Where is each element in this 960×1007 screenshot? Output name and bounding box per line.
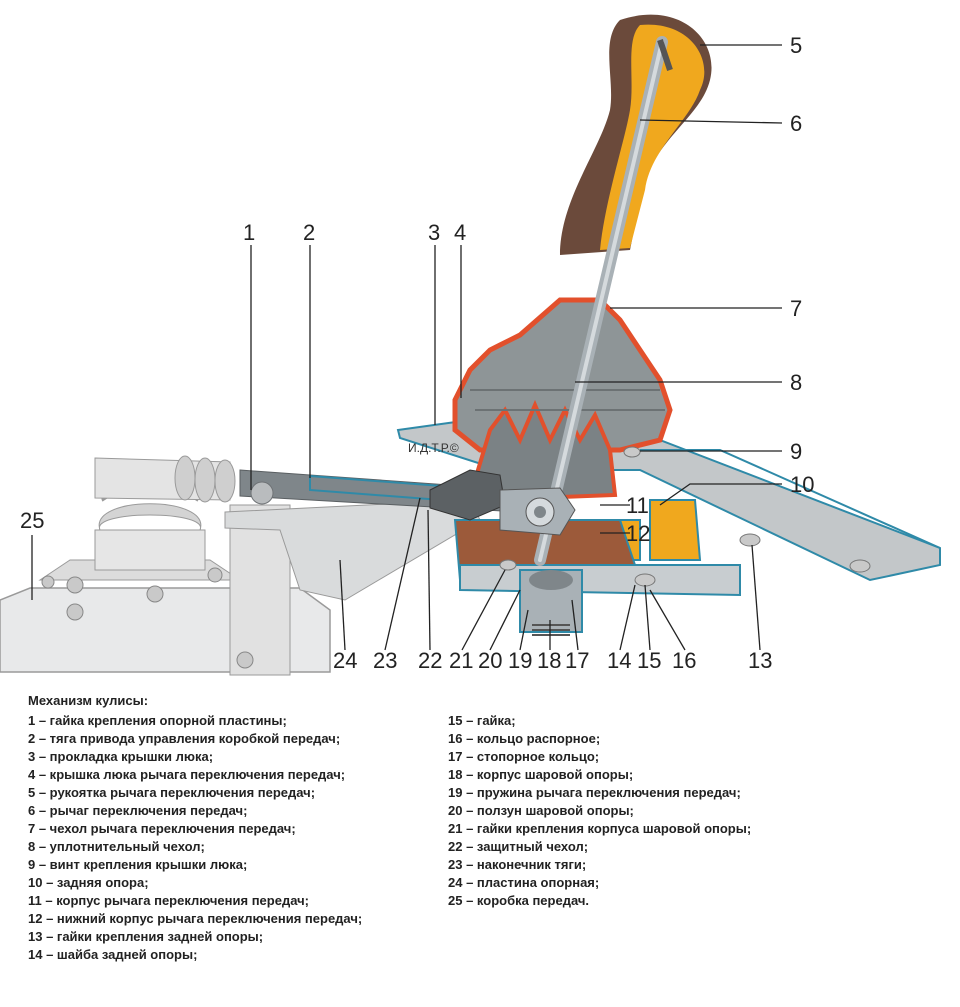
callout-12: 12 bbox=[626, 521, 650, 546]
legend-item: 10 – задняя опора; bbox=[28, 875, 149, 890]
callout-22: 22 bbox=[418, 648, 442, 673]
legend-item: 7 – чехол рычага переключения передач; bbox=[28, 821, 296, 836]
callout-7: 7 bbox=[790, 296, 802, 321]
legend-item: 18 – корпус шаровой опоры; bbox=[448, 767, 634, 782]
legend-item: 1 – гайка крепления опорной пластины; bbox=[28, 713, 287, 728]
callout-11: 11 bbox=[626, 493, 649, 518]
legend-item: 21 – гайки крепления корпуса шаровой опо… bbox=[448, 821, 752, 836]
callout-10: 10 bbox=[790, 472, 814, 497]
legend-item: 2 – тяга привода управления коробкой пер… bbox=[28, 731, 341, 746]
watermark: И.Д.Т.Р.© bbox=[408, 441, 459, 455]
gear-shift-mechanism-diagram: И.Д.Т.Р.© 1 2 3 4 5 6 7 8 bbox=[0, 14, 941, 676]
gearbox-illustration bbox=[0, 474, 331, 676]
legend-item: 12 – нижний корпус рычага переключения п… bbox=[28, 911, 363, 926]
lever-boots bbox=[452, 297, 673, 503]
legend-item: 15 – гайка; bbox=[448, 713, 516, 728]
legend-item: 17 – стопорное кольцо; bbox=[448, 749, 600, 764]
callout-14: 14 bbox=[607, 648, 631, 673]
callout-20: 20 bbox=[478, 648, 502, 673]
callout-25: 25 bbox=[20, 508, 44, 533]
callout-18: 18 bbox=[537, 648, 561, 673]
callout-3: 3 bbox=[428, 220, 440, 245]
legend-item: 14 – шайба задней опоры; bbox=[28, 947, 198, 962]
callout-4: 4 bbox=[454, 220, 466, 245]
callout-19: 19 bbox=[508, 648, 532, 673]
legend-item: 9 – винт крепления крышки люка; bbox=[28, 857, 248, 872]
callout-2: 2 bbox=[303, 220, 315, 245]
legend-right-column: 15 – гайка; 16 – кольцо распорное; 17 – … bbox=[448, 712, 928, 910]
legend-item: 19 – пружина рычага переключения передач… bbox=[448, 785, 741, 800]
callout-8: 8 bbox=[790, 370, 802, 395]
legend-item: 25 – коробка передач. bbox=[448, 893, 590, 908]
legend-item: 6 – рычаг переключения передач; bbox=[28, 803, 248, 818]
legend-item: 8 – уплотнительный чехол; bbox=[28, 839, 205, 854]
callout-13: 13 bbox=[748, 648, 772, 673]
legend-item: 3 – прокладка крышки люка; bbox=[28, 749, 214, 764]
callout-9: 9 bbox=[790, 439, 802, 464]
leader-lines bbox=[31, 44, 783, 651]
callout-1: 1 bbox=[243, 220, 255, 245]
callout-15: 15 bbox=[637, 648, 661, 673]
legend-left-column: 1 – гайка крепления опорной пластины; 2 … bbox=[28, 712, 448, 964]
legend-item: 5 – рукоятка рычага переключения передач… bbox=[28, 785, 316, 800]
callout-21: 21 bbox=[449, 648, 473, 673]
callout-5: 5 bbox=[790, 33, 802, 58]
legend-item: 13 – гайки крепления задней опоры; bbox=[28, 929, 264, 944]
callout-numbers: 1 2 3 4 5 6 7 8 9 10 11 12 13 14 15 16 1… bbox=[20, 33, 814, 673]
rod-end bbox=[429, 469, 576, 536]
legend-item: 16 – кольцо распорное; bbox=[448, 731, 601, 746]
legend-item: 24 – пластина опорная; bbox=[448, 875, 600, 890]
legend: Механизм кулисы: 1 – гайка крепления опо… bbox=[28, 692, 948, 962]
legend-item: 23 – наконечник тяги; bbox=[448, 857, 587, 872]
legend-item: 4 – крышка люка рычага переключения пере… bbox=[28, 767, 346, 782]
legend-title: Механизм кулисы: bbox=[28, 693, 149, 708]
legend-item: 22 – защитный чехол; bbox=[448, 839, 589, 854]
callout-17: 17 bbox=[565, 648, 589, 673]
gear-lever bbox=[534, 14, 712, 566]
callout-24: 24 bbox=[333, 648, 357, 673]
legend-item: 20 – ползун шаровой опоры; bbox=[448, 803, 634, 818]
callout-16: 16 bbox=[672, 648, 696, 673]
callout-23: 23 bbox=[373, 648, 397, 673]
legend-item: 11 – корпус рычага переключения передач; bbox=[28, 893, 309, 908]
callout-6: 6 bbox=[790, 111, 802, 136]
